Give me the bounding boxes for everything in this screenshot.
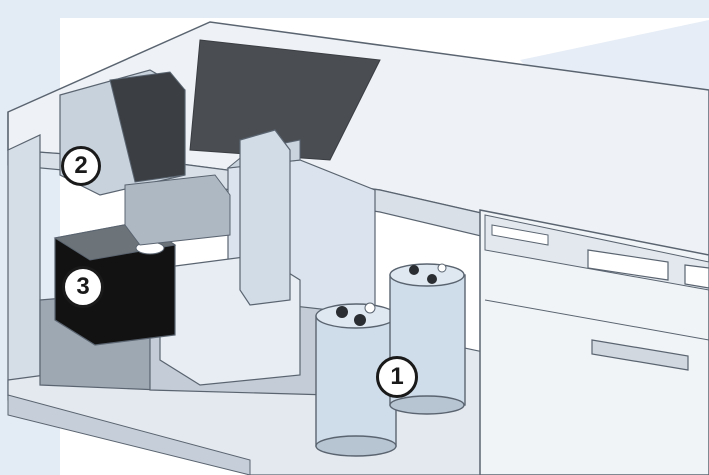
callout-number-2: 2 [61, 146, 101, 186]
appliance-handle-bar [591, 339, 689, 371]
cabinet-floor-front [7, 394, 251, 475]
cabinet-left-wall [7, 134, 41, 396]
small-tank [124, 174, 231, 246]
callout-number-1: 1 [376, 356, 418, 398]
background-top-band [0, 0, 709, 18]
callout-number-3: 3 [62, 266, 104, 308]
cavity-back [189, 39, 381, 161]
appliance-tab [491, 224, 549, 246]
callout-1-label: 1 [390, 363, 404, 390]
upper-cassette-dark [109, 71, 186, 183]
appliance-handle-slot-1 [587, 249, 669, 281]
callout-3-label: 3 [76, 273, 90, 300]
callout-2-label: 2 [74, 152, 88, 179]
appliance-handle-slot-2 [684, 264, 709, 289]
center-column [239, 129, 291, 306]
appliance-divider [484, 299, 709, 341]
